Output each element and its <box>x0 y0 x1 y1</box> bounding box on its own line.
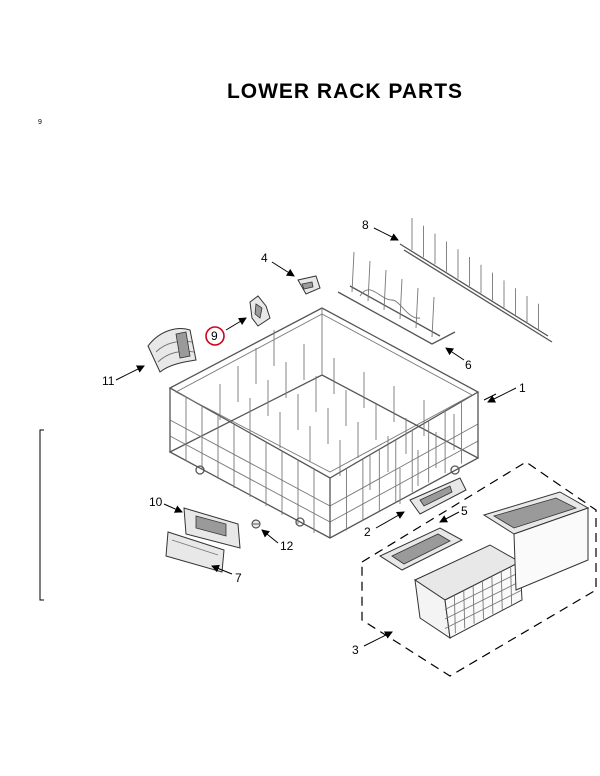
callout-7: 7 <box>235 571 242 585</box>
end-cap-bracket <box>183 507 241 549</box>
leader-1 <box>487 387 517 403</box>
leader-11 <box>115 365 145 381</box>
basket-mount <box>409 477 467 515</box>
screw <box>251 519 261 529</box>
leader-5 <box>439 511 460 523</box>
callout-9: 9 <box>211 329 218 343</box>
callout-3: 3 <box>352 643 359 657</box>
leader-9 <box>225 317 247 331</box>
callout-4: 4 <box>261 251 268 265</box>
leader-2 <box>375 511 405 529</box>
margin-mark: 9 <box>38 119 42 126</box>
basket-lid <box>378 527 464 571</box>
callout-2: 2 <box>364 525 371 539</box>
leader-6 <box>445 347 465 361</box>
callout-6: 6 <box>465 358 472 372</box>
tine-row-assembly <box>399 218 553 343</box>
leader-12 <box>261 529 279 544</box>
leader-10 <box>163 503 183 513</box>
margin-bracket <box>39 429 44 601</box>
leader-8 <box>373 227 399 241</box>
callout-5: 5 <box>461 504 468 518</box>
leader-4 <box>271 261 295 277</box>
page-title: LOWER RACK PARTS <box>226 80 464 103</box>
callout-9-highlight <box>205 326 225 346</box>
callout-10: 10 <box>149 495 163 509</box>
silverware-basket <box>361 461 597 677</box>
rack-clip <box>297 275 321 295</box>
callout-8: 8 <box>362 218 369 232</box>
callout-12: 12 <box>280 539 294 553</box>
rack-stop-clip <box>249 295 271 327</box>
lower-rack-basket <box>168 307 480 539</box>
leader-3 <box>363 631 393 647</box>
fold-down-tine-frame <box>337 251 456 345</box>
leader-7 <box>211 564 233 575</box>
handle-cover <box>165 531 225 573</box>
callout-11: 11 <box>102 374 115 388</box>
cup-shelf-holder <box>147 328 197 373</box>
callout-1: 1 <box>519 381 526 395</box>
callouts: 1 2 3 4 5 6 7 8 9 10 11 12 <box>102 218 526 657</box>
